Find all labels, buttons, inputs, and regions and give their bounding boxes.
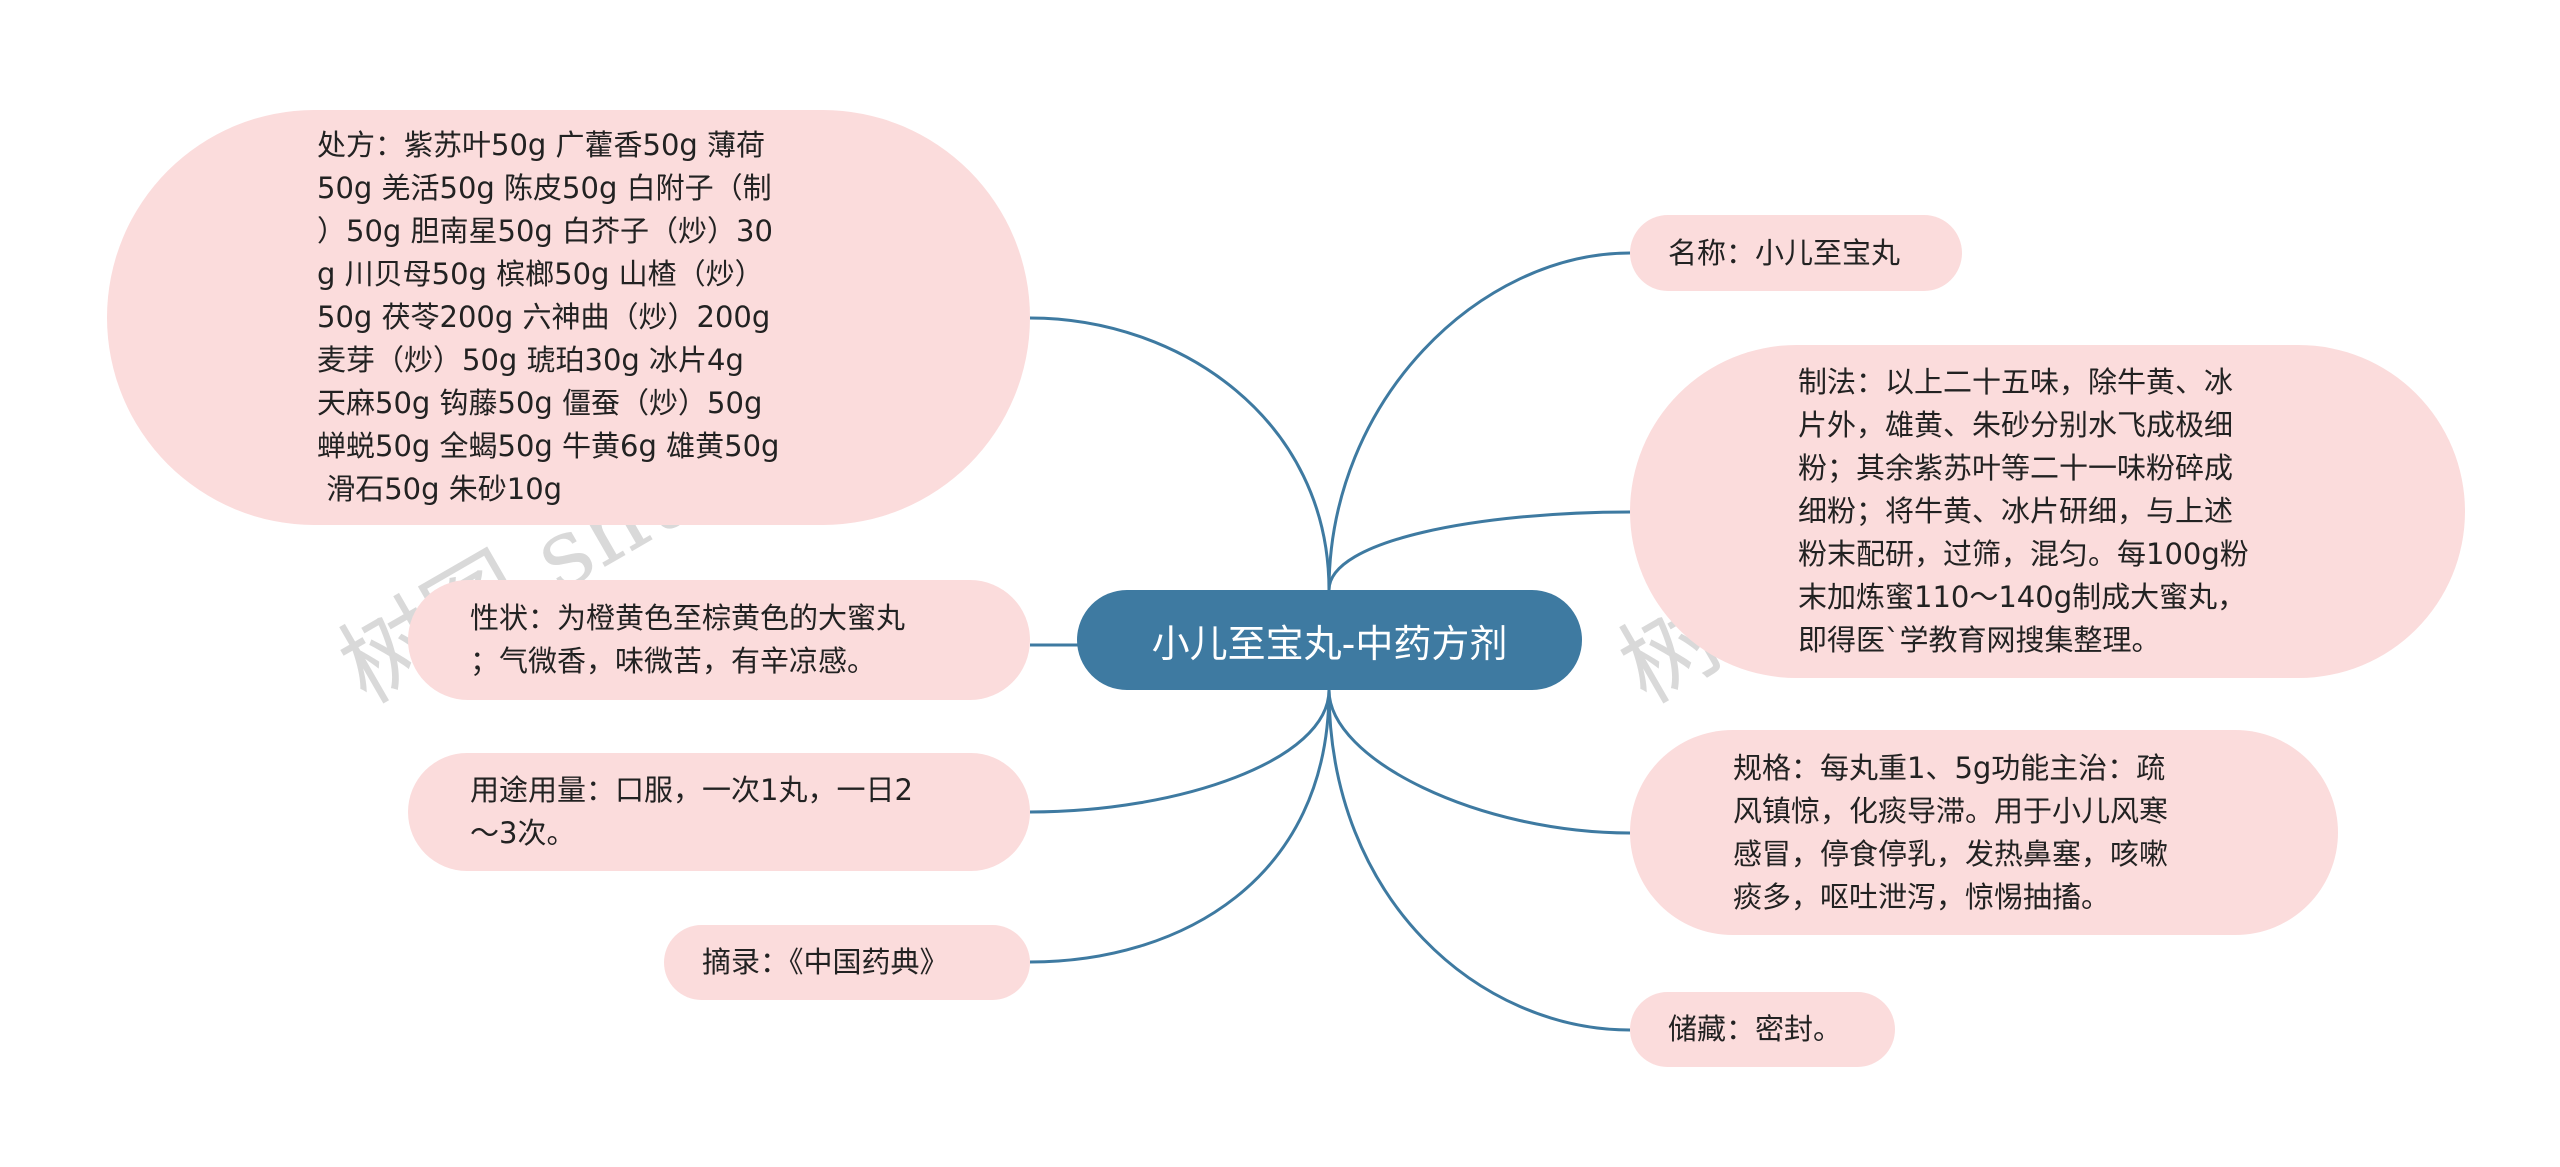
source-text: 摘录：《中国药典》 — [702, 945, 949, 979]
prescription-node: 处方：紫苏叶50g 广藿香50g 薄荷 50g 羌活50g 陈皮50g 白附子（… — [107, 110, 1030, 525]
central-topic: 小儿至宝丸-中药方剂 — [1077, 590, 1582, 690]
spec-text: 规格：每丸重1、5g功能主治：疏 风镇惊，化痰导滞。用于小儿风寒 感冒，停食停乳… — [1733, 750, 2169, 914]
storage-text: 储藏：密封。 — [1668, 1012, 1843, 1046]
preparation-text: 制法：以上二十五味，除牛黄、冰 片外，雄黄、朱砂分别水飞成极细 粉；其余紫苏叶等… — [1798, 365, 2249, 657]
link-name — [1327, 251, 1631, 591]
link-spec — [1327, 689, 1631, 835]
name-text: 名称：小儿至宝丸 — [1668, 235, 1901, 270]
link-usage — [1029, 689, 1331, 814]
preparation-node: 制法：以上二十五味，除牛黄、冰 片外，雄黄、朱砂分别水飞成极细 粉；其余紫苏叶等… — [1630, 345, 2465, 678]
usage-text: 用途用量：口服，一次1丸，一日2 ～3次。 — [470, 773, 913, 850]
name-node: 名称：小儿至宝丸 — [1630, 215, 1962, 291]
source-node: 摘录：《中国药典》 — [664, 925, 1030, 1000]
link-storage — [1327, 689, 1631, 1032]
link-preparation — [1327, 510, 1631, 591]
properties-node: 性状：为橙黄色至棕黄色的大蜜丸 ；气微香，味微苦，有辛凉感。 — [408, 580, 1030, 700]
storage-node: 储藏：密封。 — [1630, 992, 1895, 1067]
central-topic-label: 小儿至宝丸-中药方剂 — [1151, 621, 1508, 666]
usage-node: 用途用量：口服，一次1丸，一日2 ～3次。 — [408, 753, 1030, 871]
prescription-text: 处方：紫苏叶50g 广藿香50g 薄荷 50g 羌活50g 陈皮50g 白附子（… — [317, 128, 780, 506]
link-prescription — [1029, 316, 1331, 591]
spec-node: 规格：每丸重1、5g功能主治：疏 风镇惊，化痰导滞。用于小儿风寒 感冒，停食停乳… — [1630, 730, 2338, 935]
properties-text: 性状：为橙黄色至棕黄色的大蜜丸 ；气微香，味微苦，有辛凉感。 — [470, 601, 906, 678]
link-source — [1029, 689, 1331, 964]
